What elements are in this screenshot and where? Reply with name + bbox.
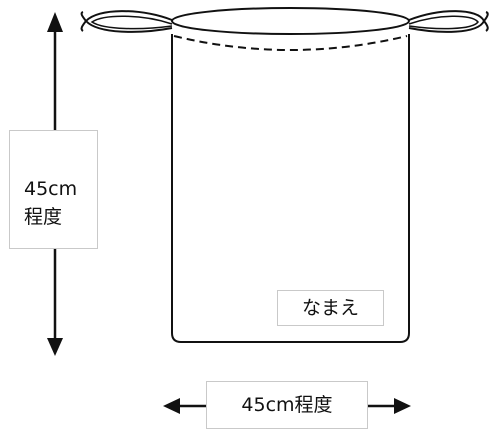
- width-label: 45cm程度: [206, 381, 368, 429]
- bag-opening: [171, 7, 410, 35]
- drawstring-right-icon: [408, 10, 489, 33]
- width-arrow-right-icon: [368, 398, 411, 414]
- height-label-line1: 45cm: [24, 178, 78, 200]
- bag-body: [171, 34, 410, 343]
- height-label-line2: 程度: [24, 206, 63, 228]
- name-label: なまえ: [277, 290, 384, 326]
- drawstring-left-icon: [80, 10, 173, 33]
- width-arrow-left-icon: [163, 398, 206, 414]
- drawstring-channel-stitch: [173, 35, 408, 51]
- height-label: 45cm 程度: [9, 130, 98, 249]
